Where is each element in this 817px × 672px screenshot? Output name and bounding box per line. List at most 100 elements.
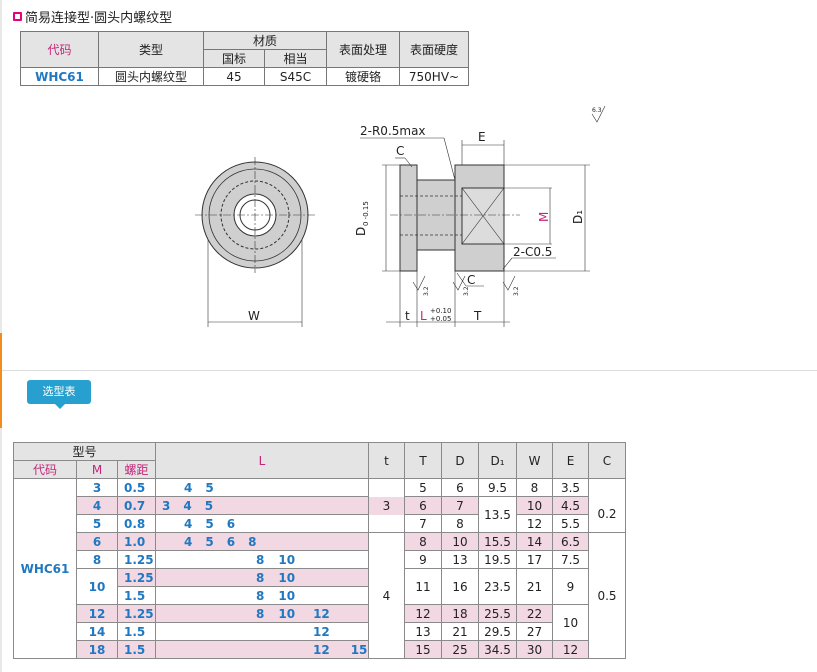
dim-c2: C bbox=[467, 273, 475, 287]
sel-W: 21 bbox=[516, 568, 553, 605]
spec-equiv: S45C bbox=[264, 67, 327, 86]
dim-l: L bbox=[420, 309, 427, 323]
sel-l-value: 12 bbox=[313, 606, 330, 621]
sel-W: 27 bbox=[516, 622, 553, 641]
dim-d-tol: 0 -0.15 bbox=[362, 201, 370, 226]
spec-h-code: 代码 bbox=[20, 31, 99, 68]
dim-e: E bbox=[478, 130, 486, 144]
sel-h-m: M bbox=[76, 460, 118, 479]
sel-l-value: 15 bbox=[350, 642, 368, 657]
rough-1: 3.2 bbox=[423, 286, 430, 296]
sel-pitch: 1.5 bbox=[117, 640, 156, 659]
sel-m: 5 bbox=[76, 514, 118, 533]
sel-D: 21 bbox=[441, 622, 479, 641]
sel-pitch: 1.5 bbox=[117, 622, 156, 641]
spec-h-gb: 国标 bbox=[203, 49, 265, 68]
sel-c: 0.2 bbox=[588, 496, 626, 533]
sel-E: 6.5 bbox=[552, 532, 589, 551]
dim-w: W bbox=[248, 309, 260, 323]
sel-l-value: 5 bbox=[205, 480, 214, 495]
sel-t bbox=[368, 514, 405, 533]
sel-l-values: 12 bbox=[155, 622, 369, 641]
sel-h-D1: D₁ bbox=[478, 442, 517, 479]
spec-table: 代码 类型 材质 表面处理 表面硬度 国标 相当 WHC61 圆头内螺纹型 45… bbox=[20, 31, 469, 86]
sel-h-model: 型号 bbox=[13, 442, 156, 461]
rough-top: 6.3 bbox=[592, 107, 602, 114]
sel-l-value: 5 bbox=[204, 498, 214, 513]
sel-c bbox=[588, 478, 626, 497]
sel-l-value: 3 bbox=[162, 498, 171, 513]
sel-l-value: 10 bbox=[278, 606, 296, 621]
sel-l-value: 8 bbox=[256, 570, 265, 585]
spec-type: 圆头内螺纹型 bbox=[98, 67, 204, 86]
sel-l-value: 8 bbox=[256, 552, 265, 567]
sel-m: 6 bbox=[76, 532, 118, 551]
sel-D1: 9.5 bbox=[478, 478, 517, 497]
spec-h-type: 类型 bbox=[98, 31, 204, 68]
sel-D1: 23.5 bbox=[478, 568, 517, 605]
rough-3: 3.2 bbox=[513, 286, 520, 296]
sel-l-value: 4 bbox=[184, 534, 193, 549]
sel-c: 0.5 bbox=[588, 532, 626, 659]
sel-W: 12 bbox=[516, 514, 553, 533]
sel-h-code: 代码 bbox=[13, 460, 77, 479]
dim-c1: C bbox=[396, 144, 404, 158]
sel-l-value: 6 bbox=[226, 534, 236, 549]
rough-2: 3.2 bbox=[463, 286, 470, 296]
sel-E: 4.5 bbox=[552, 496, 589, 515]
sel-E: 10 bbox=[552, 604, 589, 641]
sel-h-T: T bbox=[404, 442, 442, 479]
section-separator bbox=[2, 370, 817, 371]
sel-T: 9 bbox=[404, 550, 442, 569]
sel-E: 9 bbox=[552, 568, 589, 605]
sel-E: 12 bbox=[552, 640, 589, 659]
sel-D: 16 bbox=[441, 568, 479, 605]
sel-l-value: 8 bbox=[248, 534, 257, 549]
spec-gb: 45 bbox=[203, 67, 265, 86]
sel-h-D: D bbox=[441, 442, 479, 479]
dim-t-small: t bbox=[405, 309, 410, 323]
technical-drawing: 2-R0.5max C E 2-C0.5 C W t L +0.10 +0.05… bbox=[195, 105, 606, 327]
sel-h-t: t bbox=[368, 442, 405, 479]
sel-l-values: 8 10 bbox=[155, 550, 369, 569]
dim-chamfer-r: 2-R0.5max bbox=[360, 124, 426, 138]
sel-m: 18 bbox=[76, 640, 118, 659]
sel-D1: 19.5 bbox=[478, 550, 517, 569]
sel-l-value: 10 bbox=[278, 552, 296, 567]
sel-pitch: 0.8 bbox=[117, 514, 156, 533]
sel-T: 7 bbox=[404, 514, 442, 533]
spec-h-surface: 表面处理 bbox=[326, 31, 400, 68]
section-title: 简易连接型·圆头内螺纹型 bbox=[13, 7, 172, 26]
sel-D1: 15.5 bbox=[478, 532, 517, 551]
sel-l-value: 6 bbox=[226, 516, 236, 531]
sel-pitch: 1.0 bbox=[117, 532, 156, 551]
sel-m: 8 bbox=[76, 550, 118, 569]
dim-d: D bbox=[354, 227, 368, 236]
sel-m: 3 bbox=[76, 478, 118, 497]
sel-h-l: L bbox=[155, 442, 369, 479]
sel-D: 10 bbox=[441, 532, 479, 551]
spec-h-equiv: 相当 bbox=[264, 49, 327, 68]
sel-h-E: E bbox=[552, 442, 589, 479]
sel-pitch: 1.25 bbox=[117, 604, 156, 623]
sel-m: 12 bbox=[76, 604, 118, 623]
spec-h-hardness: 表面硬度 bbox=[399, 31, 469, 68]
sel-l-value: 12 bbox=[313, 624, 330, 639]
sel-m: 4 bbox=[76, 496, 118, 515]
sel-l-value: 4 bbox=[183, 498, 192, 513]
sel-code: WHC61 bbox=[13, 478, 77, 659]
dim-t-big: T bbox=[473, 309, 482, 323]
sel-T: 12 bbox=[404, 604, 442, 623]
sel-D1: 29.5 bbox=[478, 622, 517, 641]
sel-W: 10 bbox=[516, 496, 553, 515]
sel-D: 18 bbox=[441, 604, 479, 623]
sel-m: 10 bbox=[76, 568, 118, 605]
selection-table: 型号 L t T D D₁ W E C 代码 M 螺距 WHC61 3 0.5 … bbox=[13, 442, 626, 659]
sel-W: 17 bbox=[516, 550, 553, 569]
sel-l-value: 10 bbox=[278, 588, 296, 603]
sel-T: 8 bbox=[404, 532, 442, 551]
